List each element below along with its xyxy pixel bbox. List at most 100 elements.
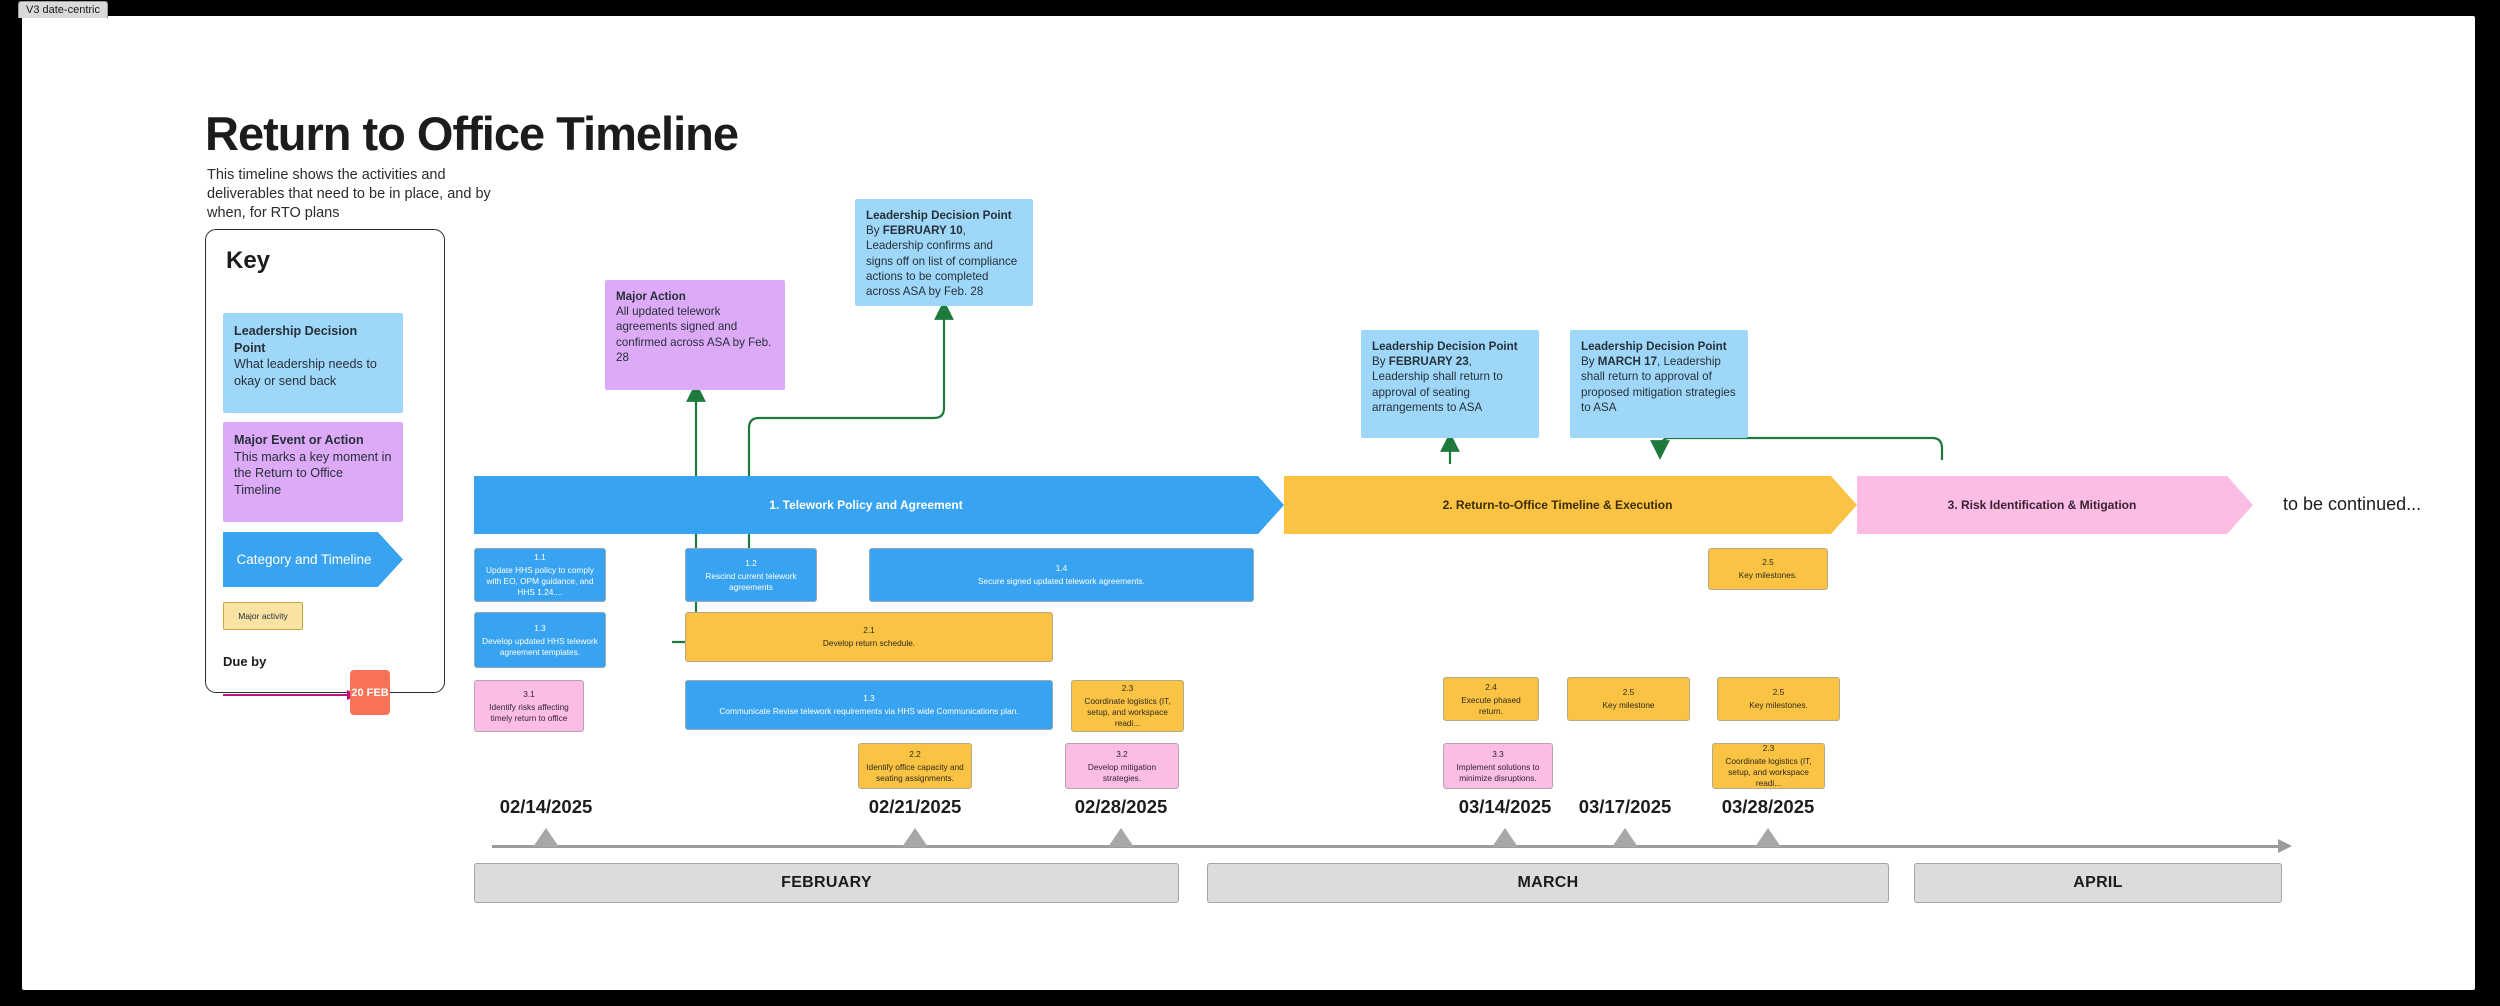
- activity-text: Develop mitigation strategies.: [1087, 761, 1157, 783]
- key-due-by-badge-label: 20 FEB: [351, 686, 389, 699]
- callout-title: Leadership Decision Point: [1372, 340, 1518, 353]
- timeline-tick: [1755, 828, 1781, 847]
- window-tab-chip[interactable]: V3 date-centric: [18, 1, 108, 18]
- page-subtitle: This timeline shows the activities and d…: [207, 167, 491, 221]
- callout-title: Leadership Decision Point: [1581, 340, 1727, 353]
- timeline-date-label: 02/21/2025: [868, 796, 962, 817]
- month-bar-label: MARCH: [1517, 874, 1579, 891]
- month-bar-label: APRIL: [2073, 874, 2123, 891]
- key-card-major-event-or-action: Major Event or Action This marks a key m…: [223, 422, 403, 522]
- band-label: 3. Risk Identification & Mitigation: [1947, 498, 2137, 512]
- activity-number: 2.5: [1622, 687, 1635, 697]
- month-bar-april[interactable]: APRIL: [1914, 863, 2282, 903]
- connector-to-mar17-callout: [1650, 436, 1944, 460]
- timeline-date-label: 02/28/2025: [1074, 796, 1168, 817]
- timeline-axis-line: [492, 845, 2280, 848]
- key-card-body: What leadership needs to okay or send ba…: [234, 357, 377, 388]
- activity-number: 1.3: [534, 622, 546, 633]
- activity-number: 1.4: [1055, 563, 1068, 573]
- activity-number: 3.2: [1116, 748, 1128, 759]
- activity-number: 1.1: [534, 552, 546, 562]
- activity-text: Identify risks affecting timely return t…: [489, 701, 569, 723]
- key-title: Key: [226, 247, 271, 274]
- callout-leadership-decision-feb23: Leadership Decision Point By FEBRUARY 23…: [1361, 330, 1539, 438]
- timeline-date-label: 03/14/2025: [1458, 796, 1552, 817]
- activity-number: 2.4: [1485, 681, 1497, 692]
- activity-number: 3.1: [523, 688, 535, 699]
- activity-number: 2.5: [1772, 687, 1785, 697]
- to-be-continued-label: to be continued...: [2283, 494, 2422, 514]
- key-card-body: This marks a key moment in the Return to…: [234, 449, 392, 497]
- timeline-tick: [1612, 828, 1638, 847]
- category-band-return-to-office[interactable]: 2. Return-to-Office Timeline & Execution: [1284, 476, 1857, 534]
- activity-text: Key milestones.: [1738, 570, 1798, 580]
- key-card-title: Major Event or Action: [234, 433, 364, 447]
- activity-text: Key milestone: [1602, 700, 1655, 710]
- callout-prefix: By: [1372, 355, 1389, 369]
- callout-body: , Leadership shall return to approval of…: [1581, 355, 1736, 414]
- timeline-date-label: 03/17/2025: [1578, 796, 1672, 817]
- key-activity-label: Major activity: [238, 611, 288, 621]
- timeline-date-label: 02/14/2025: [499, 796, 593, 817]
- activity-number: 1.2: [745, 557, 757, 568]
- month-bar-label: FEBRUARY: [781, 874, 872, 891]
- category-band-risk-identification[interactable]: 3. Risk Identification & Mitigation: [1857, 476, 2253, 534]
- band-label: 2. Return-to-Office Timeline & Execution: [1442, 498, 1673, 512]
- callout-body: , Leadership shall return to approval of…: [1372, 355, 1503, 414]
- activity-text: Identify office capacity and seating ass…: [866, 761, 964, 783]
- month-bar-march[interactable]: MARCH: [1207, 863, 1889, 903]
- callout-date: MARCH 17: [1597, 355, 1658, 369]
- activity-number: 2.1: [863, 625, 875, 635]
- month-bar-february[interactable]: FEBRUARY: [474, 863, 1179, 903]
- diagram-canvas: Return to Office Timeline This timeline …: [22, 16, 2475, 990]
- activity-text: Communicate Revise telework requirements…: [719, 706, 1019, 716]
- timeline-tick: [533, 828, 559, 847]
- activity-number: 2.2: [909, 748, 921, 759]
- activity-number: 2.3: [1121, 683, 1134, 693]
- activity-text: Execute phased return.: [1461, 694, 1521, 716]
- activity-text: Key milestones.: [1749, 700, 1808, 710]
- activity-number: 2.5: [1762, 557, 1774, 567]
- callout-major-action: Major Action All updated telework agreem…: [605, 280, 785, 390]
- activity-text: Coordinate logistics (IT, setup, and wor…: [1084, 696, 1171, 728]
- callout-prefix: By: [866, 224, 883, 238]
- activity-text: Implement solutions to minimize disrupti…: [1456, 761, 1540, 783]
- category-band-telework-policy[interactable]: 1. Telework Policy and Agreement: [474, 476, 1284, 534]
- page-title: Return to Office Timeline: [205, 107, 739, 160]
- key-due-by-badge: 20 FEB: [350, 670, 390, 715]
- callout-date: FEBRUARY 23: [1388, 355, 1469, 369]
- band-label: 1. Telework Policy and Agreement: [769, 498, 963, 512]
- key-due-by-label: Due by: [223, 654, 267, 669]
- timeline-tick: [1492, 828, 1518, 847]
- activity-number: 3.3: [1492, 748, 1504, 759]
- timeline-tick: [1108, 828, 1134, 847]
- callout-body: All updated telework agreements signed a…: [616, 305, 772, 364]
- key-card-leadership-decision-point: Leadership Decision Point What leadershi…: [223, 313, 403, 413]
- activity-text: Update HHS policy to comply with EO, OPM…: [486, 565, 594, 597]
- callout-leadership-decision-feb10: Leadership Decision Point By FEBRUARY 10…: [855, 199, 1033, 306]
- callout-prefix: By: [1581, 355, 1598, 369]
- callout-body: , Leadership confirms and signs off on l…: [866, 224, 1018, 299]
- activity-text: Rescind current telework agreements: [705, 570, 797, 592]
- callout-leadership-decision-mar17: Leadership Decision Point By MARCH 17, L…: [1570, 330, 1748, 438]
- timeline-axis-arrow-icon: [2278, 839, 2292, 853]
- callout-date: FEBRUARY 10: [882, 224, 963, 238]
- key-category-chevron: Category and Timeline: [223, 532, 403, 587]
- key-major-activity-swatch: Major activity: [223, 602, 303, 630]
